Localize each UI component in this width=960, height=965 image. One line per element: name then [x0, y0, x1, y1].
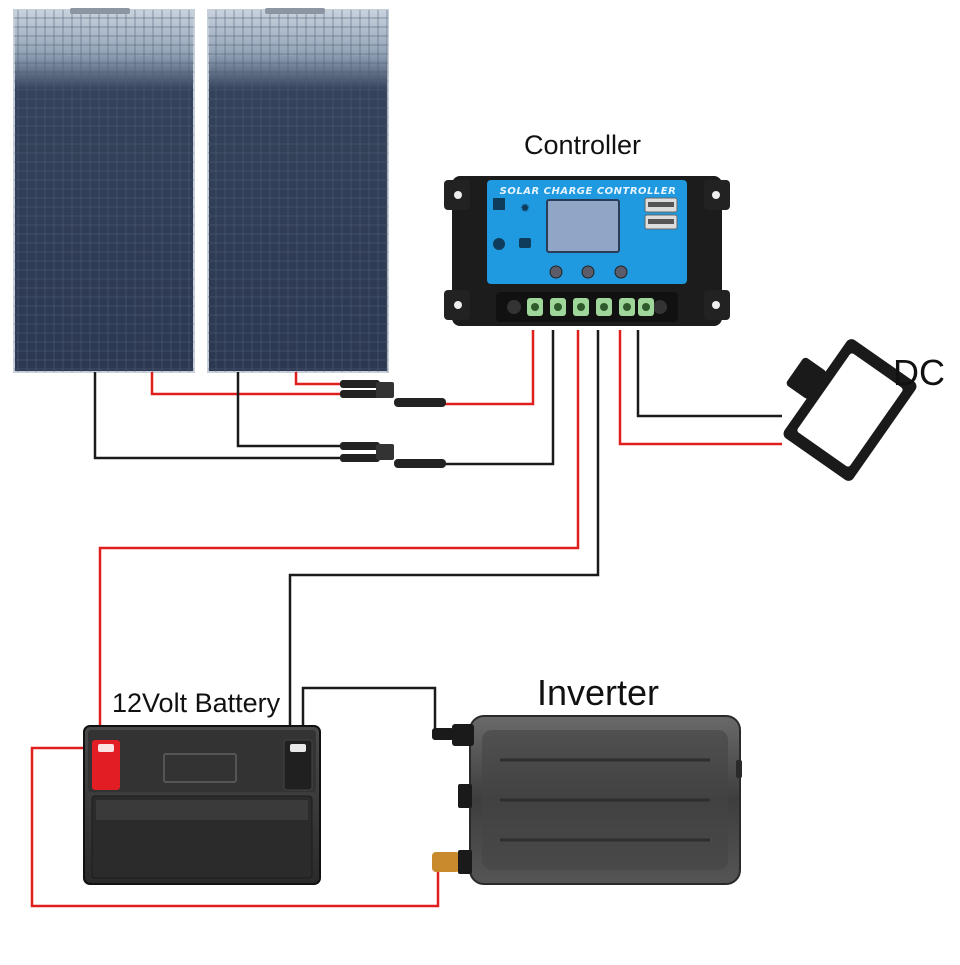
- lock-icon: [519, 238, 531, 248]
- controller-button-3[interactable]: [614, 265, 628, 279]
- controller-terminals: [527, 298, 654, 316]
- dc-label: DC: [893, 352, 945, 393]
- panel-negative-wires: [93, 330, 555, 466]
- inverter-positive-wire: [30, 746, 440, 908]
- dc-load-light: [783, 339, 917, 481]
- inverter-negative-terminal: [452, 724, 474, 746]
- solar-panel-left: [13, 8, 195, 373]
- battery: [83, 725, 321, 885]
- inverter-negative-wire: [301, 686, 437, 748]
- panel-positive-wires: [150, 330, 535, 406]
- dc-load-wires: [618, 330, 782, 446]
- battery-positive-terminal: [92, 740, 120, 790]
- controller-button-1[interactable]: [549, 265, 563, 279]
- battery-negative-wire: [288, 330, 600, 748]
- mc4-connector-negative: [340, 442, 446, 468]
- inverter: [432, 715, 742, 885]
- mc4-connector-positive: [340, 380, 446, 407]
- controller-label: Controller: [524, 130, 642, 160]
- controller-panel-title: SOLAR CHARGE CONTROLLER: [500, 186, 677, 197]
- charge-controller: SOLAR CHARGE CONTROLLER ✹: [444, 176, 730, 326]
- sun-icon: ✹: [520, 201, 530, 215]
- battery-label: 12Volt Battery: [112, 688, 281, 718]
- inverter-positive-terminal: [432, 852, 460, 872]
- solar-panel-right: [207, 8, 389, 373]
- controller-button-2[interactable]: [581, 265, 595, 279]
- lcd-screen: [546, 199, 620, 253]
- battery-negative-terminal: [283, 739, 313, 791]
- inverter-label: Inverter: [537, 672, 660, 713]
- battery-positive-wire: [98, 330, 580, 748]
